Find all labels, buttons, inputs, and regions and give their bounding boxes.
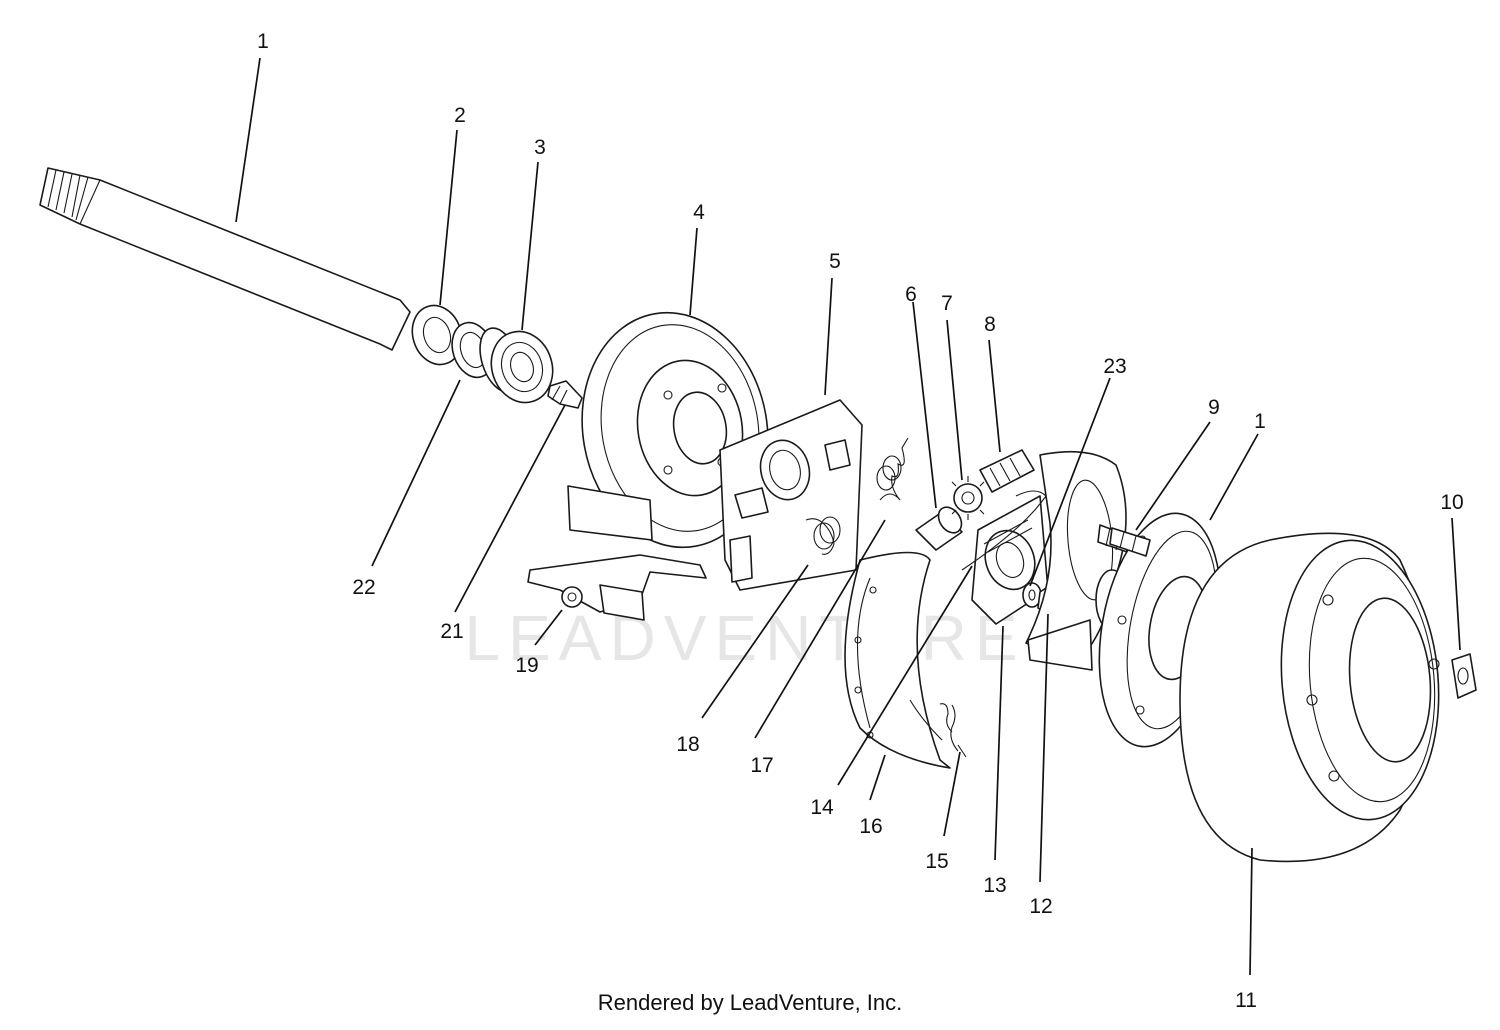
callout-1-hub: 1 — [1254, 410, 1266, 433]
callout-1: 1 — [257, 30, 269, 53]
callout-13: 13 — [983, 874, 1006, 897]
hold-down-spring — [805, 516, 841, 555]
callout-23: 23 — [1103, 355, 1126, 378]
callout-6: 6 — [905, 283, 917, 306]
bearing — [479, 327, 554, 404]
actuator-lever — [527, 554, 707, 621]
footer-credit: Rendered by LeadVenture, Inc. — [597, 990, 903, 1015]
brake-drum — [1179, 532, 1440, 863]
lug-nut — [1451, 653, 1477, 699]
callout-4: 4 — [693, 201, 705, 224]
callout-7: 7 — [941, 292, 953, 315]
return-spring — [876, 437, 909, 501]
callout-12: 12 — [1029, 895, 1052, 918]
watermark-text: LEADVENTURE — [465, 602, 1026, 674]
callout-22: 22 — [352, 576, 375, 599]
callout-19: 19 — [515, 654, 538, 677]
adjuster-screw — [979, 449, 1035, 493]
leader-lines — [235, 57, 1461, 976]
callout-5: 5 — [829, 250, 841, 273]
callout-15: 15 — [925, 850, 948, 873]
callout-3: 3 — [534, 136, 546, 159]
callout-2: 2 — [454, 104, 466, 127]
seal-ring — [411, 304, 463, 366]
adjuster-pin — [915, 506, 963, 551]
callout-21: 21 — [440, 620, 463, 643]
retainer-pin — [950, 704, 967, 758]
callout-17: 17 — [750, 754, 773, 777]
star-wheel — [951, 476, 985, 520]
callout-16: 16 — [859, 815, 882, 838]
axle-shaft — [39, 167, 411, 351]
spring-clip — [961, 490, 1047, 571]
stud-bolt — [547, 380, 583, 409]
callout-10: 10 — [1440, 491, 1463, 514]
callout-14: 14 — [810, 796, 834, 819]
callout-18: 18 — [676, 733, 699, 756]
callout-9: 9 — [1208, 396, 1220, 419]
callout-labels: 1 2 3 4 5 6 7 8 23 9 1 10 22 21 19 18 17… — [257, 30, 1464, 1012]
callout-11: 11 — [1235, 989, 1257, 1012]
callout-8: 8 — [984, 313, 996, 336]
